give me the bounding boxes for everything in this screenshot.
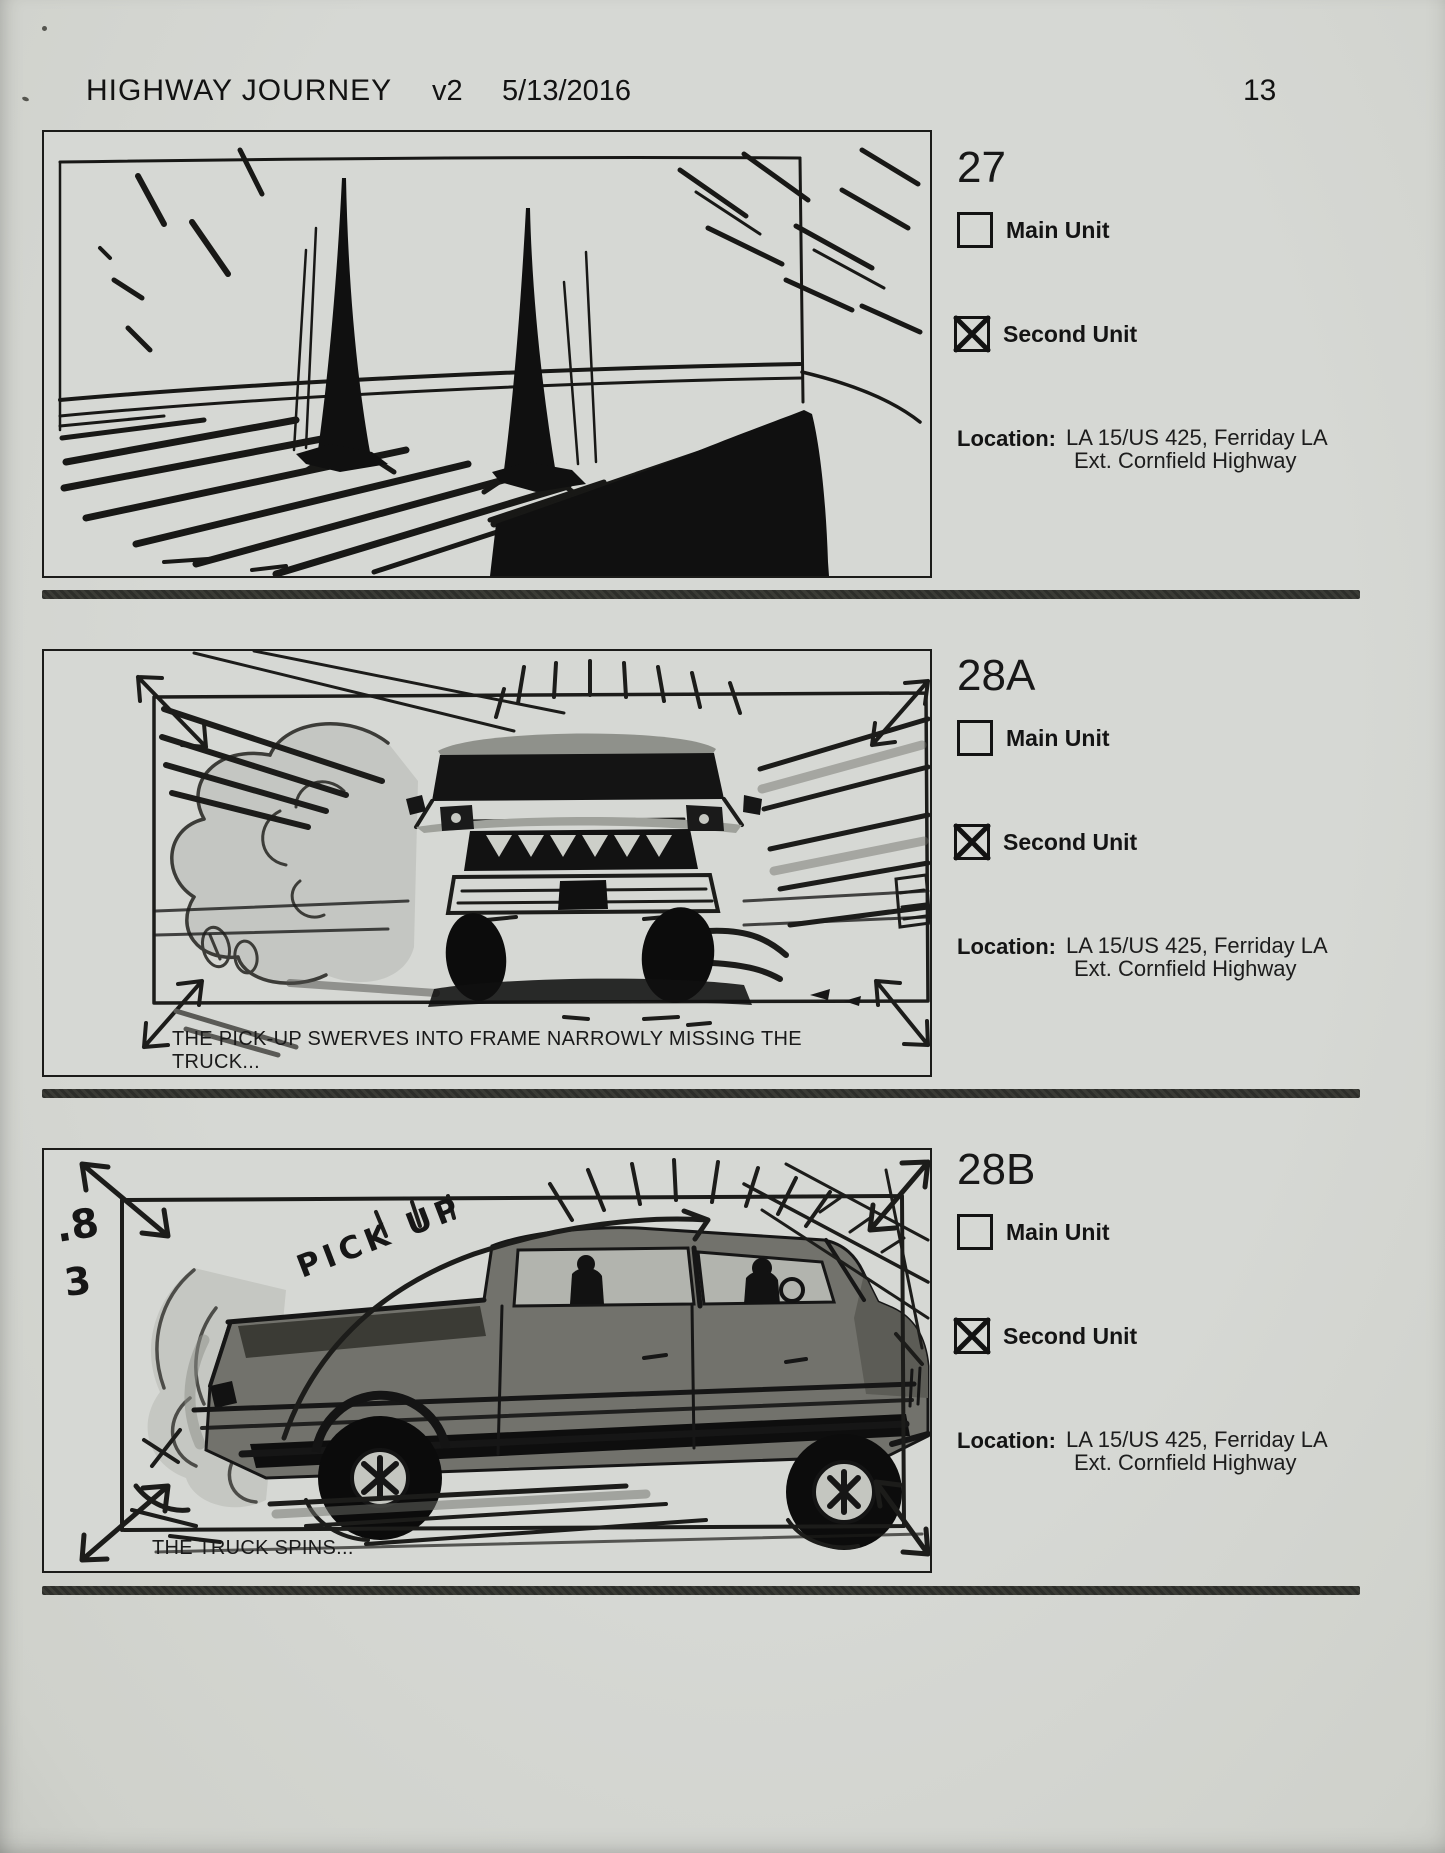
checkbox-x-icon — [953, 823, 991, 861]
panel-28b-info: 28B Main Unit Second Unit Location: LA 1… — [953, 1145, 1377, 1498]
panel-27-info: 27 Main Unit Second Unit Location: LA 15… — [953, 143, 1377, 496]
date-label: 5/13/2016 — [502, 75, 632, 107]
caption-line1: THE TRUCK SPINS... — [152, 1537, 354, 1559]
main-unit-checkbox — [957, 212, 993, 248]
scan-speck — [42, 26, 47, 31]
main-unit-checkbox — [957, 1214, 993, 1250]
page-number: 13 — [1243, 74, 1277, 107]
row-divider — [42, 590, 1360, 599]
panel-28b-frame: .8 3 PICK UP — [42, 1148, 932, 1573]
location-line1: LA 15/US 425, Ferriday LA — [1066, 1427, 1328, 1452]
location-label: Location: — [957, 1428, 1056, 1453]
panel-28b-caption: THE TRUCK SPINS... — [152, 1537, 354, 1560]
panel-27-frame — [42, 130, 932, 578]
panel-27-sketch — [58, 147, 923, 576]
location-line2: Ext. Cornfield Highway — [1074, 1450, 1297, 1475]
main-unit-checkbox — [957, 720, 993, 756]
location-row: Location: LA 15/US 425, Ferriday LA Ext.… — [957, 934, 1328, 980]
panel-28a-caption: THE PICK-UP SWERVES INTO FRAME NARROWLY … — [172, 1028, 802, 1074]
second-unit-row: Second Unit — [953, 315, 1138, 353]
version-label: v2 — [432, 75, 463, 107]
second-unit-label: Second Unit — [1003, 1322, 1138, 1349]
checkbox-x-icon — [953, 315, 991, 353]
checkbox-x-icon — [953, 1317, 991, 1355]
row-divider — [42, 1586, 1360, 1595]
panel-28a-sketch — [136, 651, 930, 1058]
second-unit-row: Second Unit — [953, 1317, 1138, 1355]
panel-number: 28A — [957, 651, 1036, 700]
location-label: Location: — [957, 426, 1056, 451]
location-line1: LA 15/US 425, Ferriday LA — [1066, 933, 1328, 958]
location-line2: Ext. Cornfield Highway — [1074, 448, 1297, 473]
second-unit-checkbox — [953, 1317, 991, 1355]
second-unit-checkbox — [953, 823, 991, 861]
handwritten-pickup-label: PICK UP — [292, 1189, 468, 1285]
second-unit-checkbox — [953, 315, 991, 353]
caption-line1: THE PICK-UP SWERVES INTO FRAME NARROWLY … — [172, 1028, 802, 1050]
row-divider — [42, 1089, 1360, 1098]
handwritten-scene-mark-2: 3 — [62, 1258, 94, 1305]
caption-line2: TRUCK... — [172, 1051, 260, 1073]
main-unit-row: Main Unit — [957, 720, 1110, 756]
scan-speck — [21, 95, 30, 103]
panel-number: 27 — [957, 143, 1006, 192]
second-unit-label: Second Unit — [1003, 828, 1138, 855]
project-title: HIGHWAY JOURNEY — [86, 74, 393, 107]
location-line2: Ext. Cornfield Highway — [1074, 956, 1297, 981]
location-row: Location: LA 15/US 425, Ferriday LA Ext.… — [957, 426, 1328, 472]
panel-28b-sketch: .8 3 PICK UP — [52, 1158, 930, 1563]
main-unit-row: Main Unit — [957, 1214, 1110, 1250]
location-line1: LA 15/US 425, Ferriday LA — [1066, 425, 1328, 450]
second-unit-row: Second Unit — [953, 823, 1138, 861]
location-label: Location: — [957, 934, 1056, 959]
second-unit-label: Second Unit — [1003, 320, 1138, 347]
handwritten-scene-mark-1: .8 — [52, 1200, 102, 1252]
location-row: Location: LA 15/US 425, Ferriday LA Ext.… — [957, 1428, 1328, 1474]
main-unit-label: Main Unit — [1006, 1218, 1110, 1245]
main-unit-label: Main Unit — [1006, 724, 1110, 751]
main-unit-label: Main Unit — [1006, 216, 1110, 243]
main-unit-row: Main Unit — [957, 212, 1110, 248]
panel-number: 28B — [957, 1145, 1036, 1194]
panel-28a-info: 28A Main Unit Second Unit Location: LA 1… — [953, 651, 1377, 1004]
panel-28a-frame — [42, 649, 932, 1077]
